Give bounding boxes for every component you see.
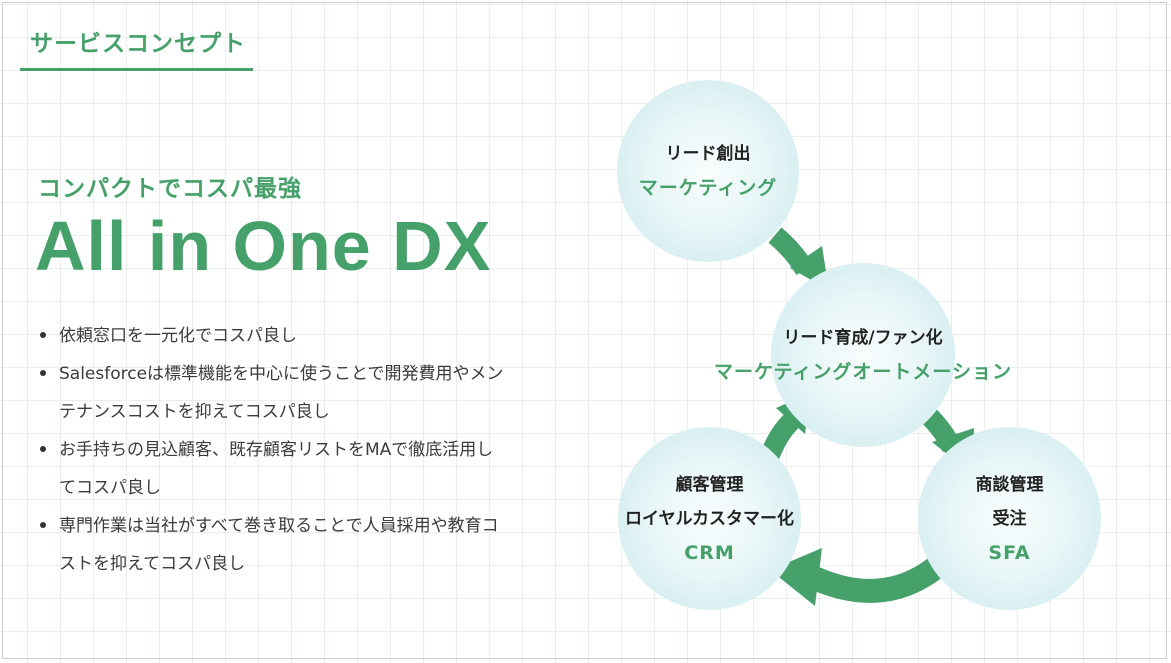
- node-sfa-acronym: SFA: [988, 541, 1031, 564]
- node-sfa: 商談管理 受注 SFA: [918, 427, 1101, 610]
- hero-title: All in One DX: [35, 207, 492, 285]
- node-crm: 顧客管理 ロイヤルカスタマー化 CRM: [618, 427, 801, 610]
- concept-bullet-list: 依頼窓口を一元化でコスパ良し Salesforceは標準機能を中心に使うことで開…: [38, 317, 508, 583]
- bullet-item: Salesforceは標準機能を中心に使うことで開発費用やメンテナンスコストを抑…: [38, 355, 508, 431]
- bullet-item: 専門作業は当社がすべて巻き取ることで人員採用や教育コストを抑えてコスパ良し: [38, 507, 508, 583]
- section-title: サービスコンセプト: [30, 31, 246, 57]
- node-crm-sublabel: ロイヤルカスタマー化: [625, 508, 794, 529]
- node-lead-label: リード創出: [665, 144, 751, 164]
- node-crm-acronym: CRM: [684, 541, 735, 564]
- hero-subtitle: コンパクトでコスパ最強: [38, 176, 302, 202]
- bullet-item: 依頼窓口を一元化でコスパ良し: [38, 317, 508, 355]
- section-title-underline: [20, 68, 253, 71]
- node-lead-nurturing: リード育成/ファン化 マーケティングオートメーション: [714, 263, 1011, 447]
- node-nurture-label: リード育成/ファン化: [783, 328, 943, 348]
- node-sfa-sublabel: 受注: [992, 508, 1027, 529]
- node-crm-label: 顧客管理: [675, 474, 744, 495]
- bullet-item: お手持ちの見込顧客、既存顧客リストをMAで徹底活用してコスパ良し: [38, 431, 508, 507]
- node-nurture-sublabel: マーケティングオートメーション: [713, 361, 1013, 383]
- node-lead-generation: リード創出 マーケティング: [617, 80, 799, 262]
- node-lead-sublabel: マーケティング: [638, 177, 778, 199]
- node-sfa-label: 商談管理: [975, 474, 1044, 495]
- arrow-sfa-to-crm: [770, 548, 943, 606]
